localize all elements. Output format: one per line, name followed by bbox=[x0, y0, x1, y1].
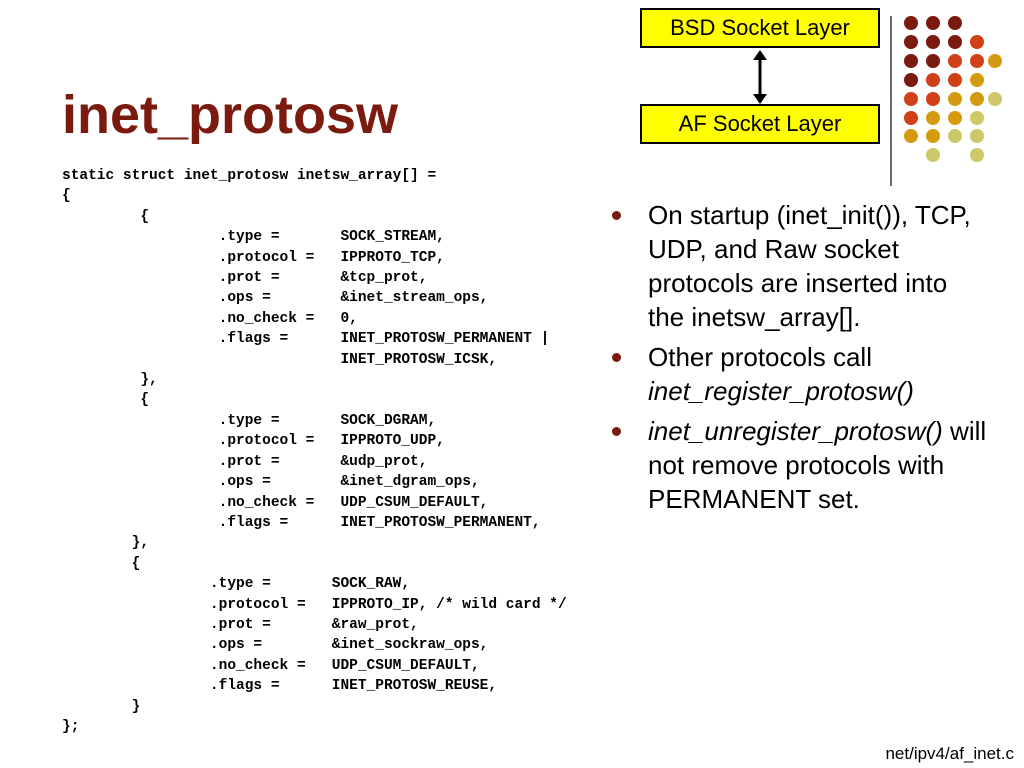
code-line: .protocol = IPPROTO_IP, /* wild card */ bbox=[62, 596, 567, 613]
code-line: INET_PROTOSW_ICSK, bbox=[62, 351, 498, 368]
bullet-function-name: inet_register_protosw() bbox=[648, 376, 914, 406]
decorative-dot bbox=[948, 92, 962, 106]
bullet-function-name: inet_unregister_protosw() bbox=[648, 416, 943, 446]
code-line: .flags = INET_PROTOSW_REUSE, bbox=[62, 678, 498, 695]
code-line: static struct inet_protosw inetsw_array[… bbox=[62, 168, 437, 184]
code-line: } bbox=[62, 698, 141, 715]
decorative-dot bbox=[904, 16, 918, 30]
decorative-dot bbox=[970, 111, 984, 125]
bullet-icon bbox=[612, 353, 621, 362]
decorative-dot bbox=[970, 73, 984, 87]
decorative-dot bbox=[970, 35, 984, 49]
decorative-dot bbox=[970, 129, 984, 143]
decorative-dot bbox=[948, 54, 962, 68]
decorative-dot bbox=[904, 54, 918, 68]
bullet-text: will not remove protocols with PERMANENT… bbox=[648, 416, 987, 514]
code-line: .flags = INET_PROTOSW_PERMANENT, bbox=[62, 514, 541, 531]
decorative-dot bbox=[970, 148, 984, 162]
bullet-icon bbox=[612, 427, 621, 436]
code-line: .prot = &raw_prot, bbox=[62, 616, 419, 633]
code-line: .flags = INET_PROTOSW_PERMANENT | bbox=[62, 331, 550, 348]
decorative-dot bbox=[926, 54, 940, 68]
slide-title: inet_protosw bbox=[62, 85, 399, 145]
decorative-dot bbox=[988, 92, 1002, 106]
decorative-dot bbox=[904, 111, 918, 125]
code-block: static struct inet_protosw inetsw_array[… bbox=[62, 166, 662, 737]
decorative-dot bbox=[988, 54, 1002, 68]
double-arrow-icon bbox=[753, 50, 767, 104]
decorative-dot bbox=[926, 73, 940, 87]
bullet-item: inet_unregister_protosw() will not remov… bbox=[608, 414, 988, 516]
decorative-dot bbox=[926, 111, 940, 125]
code-line: }, bbox=[62, 535, 150, 552]
decorative-dot bbox=[948, 16, 962, 30]
divider-line bbox=[890, 16, 892, 186]
code-line: .no_check = UDP_CSUM_DEFAULT, bbox=[62, 657, 480, 674]
bullet-icon bbox=[612, 211, 621, 220]
decorative-dot bbox=[904, 129, 918, 143]
decorative-dot bbox=[948, 35, 962, 49]
code-line: .prot = &tcp_prot, bbox=[62, 270, 428, 287]
decorative-dot bbox=[926, 148, 940, 162]
code-line: .protocol = IPPROTO_TCP, bbox=[62, 249, 445, 266]
code-line: .no_check = 0, bbox=[62, 310, 358, 327]
code-line: { bbox=[62, 208, 150, 225]
decorative-dot bbox=[970, 92, 984, 106]
code-line: .type = SOCK_RAW, bbox=[62, 576, 411, 593]
code-line: .protocol = IPPROTO_UDP, bbox=[62, 433, 445, 450]
code-line: .ops = &inet_sockraw_ops, bbox=[62, 637, 489, 654]
decorative-dot bbox=[926, 35, 940, 49]
bullet-text: Other protocols call bbox=[648, 342, 872, 372]
decorative-dot bbox=[904, 92, 918, 106]
bsd-socket-layer-box: BSD Socket Layer bbox=[640, 8, 880, 48]
bullet-item: On startup (inet_init()), TCP, UDP, and … bbox=[608, 198, 988, 334]
decorative-dot bbox=[926, 92, 940, 106]
code-line: .no_check = UDP_CSUM_DEFAULT, bbox=[62, 494, 489, 511]
code-line: .type = SOCK_DGRAM, bbox=[62, 412, 437, 429]
decorative-dot bbox=[926, 16, 940, 30]
code-line: .ops = &inet_dgram_ops, bbox=[62, 474, 480, 491]
decorative-dot bbox=[904, 73, 918, 87]
code-line: }, bbox=[62, 372, 158, 389]
bullet-text: On startup (inet_init()), TCP, UDP, and … bbox=[648, 200, 971, 332]
decorative-dot bbox=[904, 35, 918, 49]
bullet-list: On startup (inet_init()), TCP, UDP, and … bbox=[608, 198, 988, 522]
code-line: { bbox=[62, 392, 150, 409]
decorative-dot bbox=[948, 129, 962, 143]
code-line: .ops = &inet_stream_ops, bbox=[62, 290, 489, 307]
code-line: { bbox=[62, 555, 141, 572]
code-line: .prot = &udp_prot, bbox=[62, 453, 428, 470]
decorative-dot bbox=[970, 54, 984, 68]
decorative-dot bbox=[948, 73, 962, 87]
af-socket-layer-box: AF Socket Layer bbox=[640, 104, 880, 144]
bullet-item: Other protocols call inet_register_proto… bbox=[608, 340, 988, 408]
source-file-path: net/ipv4/af_inet.c bbox=[885, 744, 1014, 763]
decorative-dot bbox=[948, 111, 962, 125]
decorative-dot bbox=[926, 129, 940, 143]
code-line: .type = SOCK_STREAM, bbox=[62, 229, 445, 246]
code-line: }; bbox=[62, 718, 80, 735]
code-line: { bbox=[62, 188, 71, 205]
